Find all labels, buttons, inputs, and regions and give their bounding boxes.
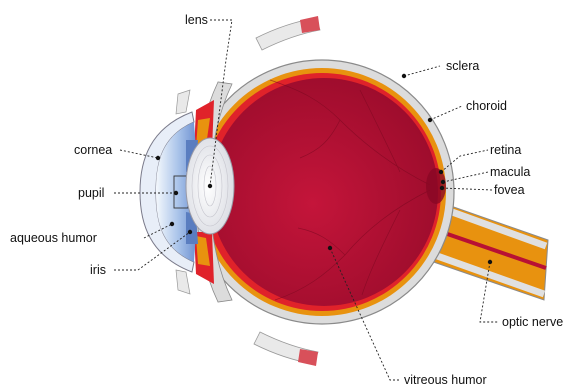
label-vitreous-humor: vitreous humor: [404, 373, 487, 385]
label-cornea: cornea: [74, 143, 112, 157]
label-macula: macula: [490, 165, 530, 179]
macula: [426, 168, 446, 204]
eyelid-top: [176, 90, 190, 114]
label-fovea: fovea: [494, 183, 525, 197]
muscle-bottom: [254, 332, 318, 366]
label-retina: retina: [490, 143, 521, 157]
label-sclera: sclera: [446, 59, 479, 73]
label-choroid: choroid: [466, 99, 507, 113]
label-pupil: pupil: [78, 186, 104, 200]
eyelid-bottom: [176, 270, 190, 294]
label-optic-nerve: optic nerve: [502, 315, 563, 329]
label-aqueous-humor: aqueous humor: [10, 231, 97, 245]
vitreous-body: [210, 78, 438, 306]
label-lens: lens: [185, 13, 208, 27]
muscle-top: [256, 16, 320, 50]
label-iris: iris: [90, 263, 106, 277]
